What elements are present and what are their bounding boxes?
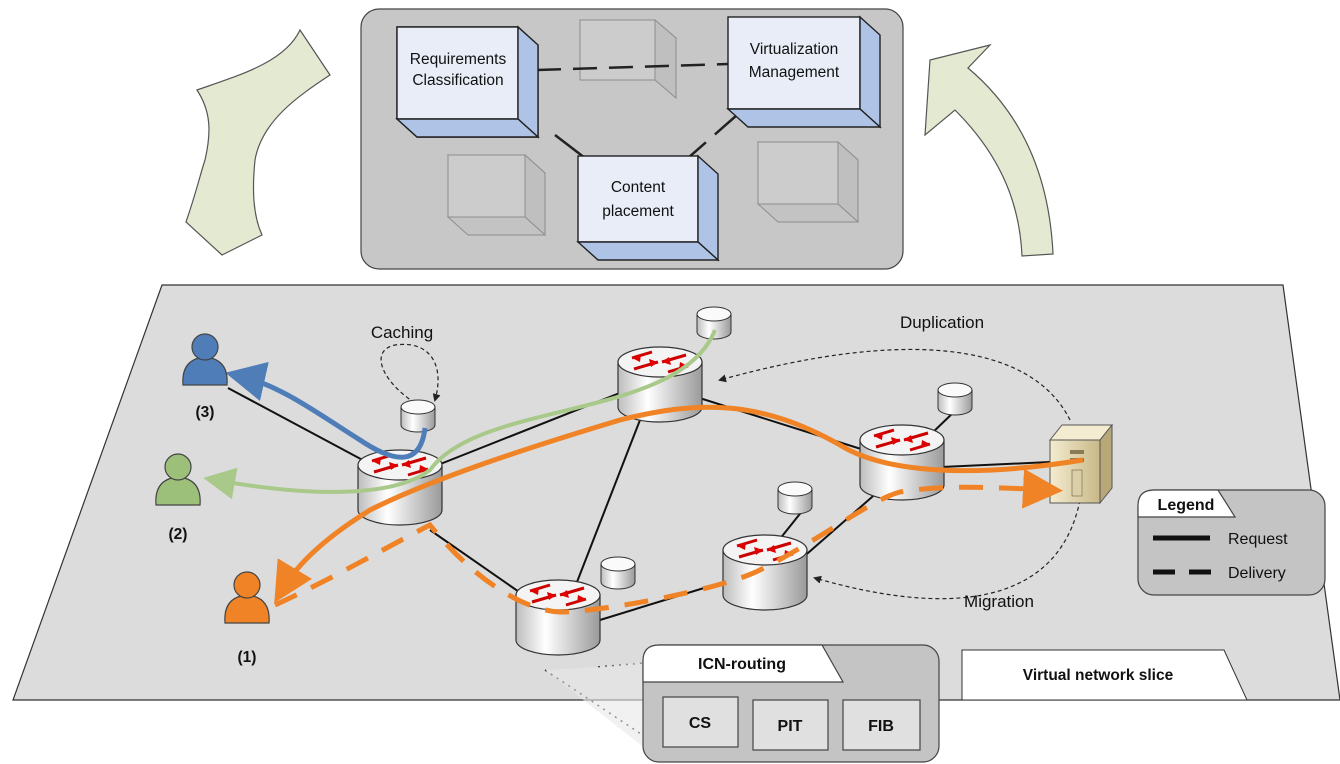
- icn-routing-title: ICN-routing: [698, 656, 786, 673]
- cache-store: [777, 481, 813, 515]
- router[interactable]: [357, 449, 443, 526]
- migration-label: Migration: [964, 592, 1034, 611]
- duplication-curve: [718, 348, 1071, 421]
- caching-loop: [380, 343, 441, 404]
- user1-request-flow: [274, 404, 1084, 603]
- pit-table-label: PIT: [778, 718, 803, 735]
- zoom-shadow: [545, 660, 660, 760]
- control-link: [536, 62, 729, 72]
- router[interactable]: [515, 579, 601, 656]
- slice-label: Virtual network slice: [1023, 667, 1174, 684]
- caching-label: Caching: [371, 323, 433, 342]
- module-label: placement: [602, 203, 674, 220]
- legend-title: Legend: [1158, 497, 1215, 514]
- cs-table[interactable]: CS: [662, 696, 739, 748]
- migration-curve: [813, 499, 1081, 600]
- module-label: Requirements: [410, 51, 507, 68]
- network-plane: [12, 284, 1340, 701]
- fib-table-label: FIB: [868, 718, 894, 735]
- module-label: Classification: [412, 72, 503, 89]
- user2-request-flow: [203, 329, 717, 500]
- cache-store: [937, 382, 973, 416]
- pit-table[interactable]: PIT: [752, 699, 829, 751]
- virtualization-management-module[interactable]: Virtualization Management: [726, 15, 882, 129]
- user-1-label: (1): [238, 649, 257, 666]
- duplication-label: Duplication: [900, 313, 984, 332]
- legend-request-label: Request: [1228, 531, 1288, 548]
- module-label: Management: [749, 64, 840, 81]
- user-2-label: (2): [169, 526, 188, 543]
- module-label: Content: [611, 179, 666, 196]
- up-curved-arrow: [924, 43, 1054, 257]
- icn-routing-panel: ICN-routing CS PIT FIB: [642, 644, 940, 763]
- cache-store: [600, 556, 636, 590]
- cache-store: [400, 399, 436, 433]
- faded-cube: [578, 18, 678, 100]
- legend: Legend Request Delivery: [1137, 489, 1326, 596]
- requirements-classification-module[interactable]: Requirements Classification: [395, 25, 540, 139]
- legend-delivery-label: Delivery: [1228, 565, 1286, 582]
- user3-request-flow: [225, 361, 428, 460]
- fib-table[interactable]: FIB: [842, 699, 921, 751]
- faded-cube: [756, 140, 860, 224]
- content-placement-module[interactable]: Content placement: [576, 154, 720, 262]
- faded-cube: [446, 153, 547, 237]
- router[interactable]: [722, 534, 808, 611]
- cs-table-label: CS: [689, 715, 712, 732]
- virtual-network-slice-label: Virtual network slice: [961, 649, 1248, 701]
- control-link: [554, 134, 586, 159]
- user-3-label: (3): [196, 404, 215, 421]
- module-label: Virtualization: [750, 41, 838, 58]
- down-curved-arrow: [185, 28, 331, 256]
